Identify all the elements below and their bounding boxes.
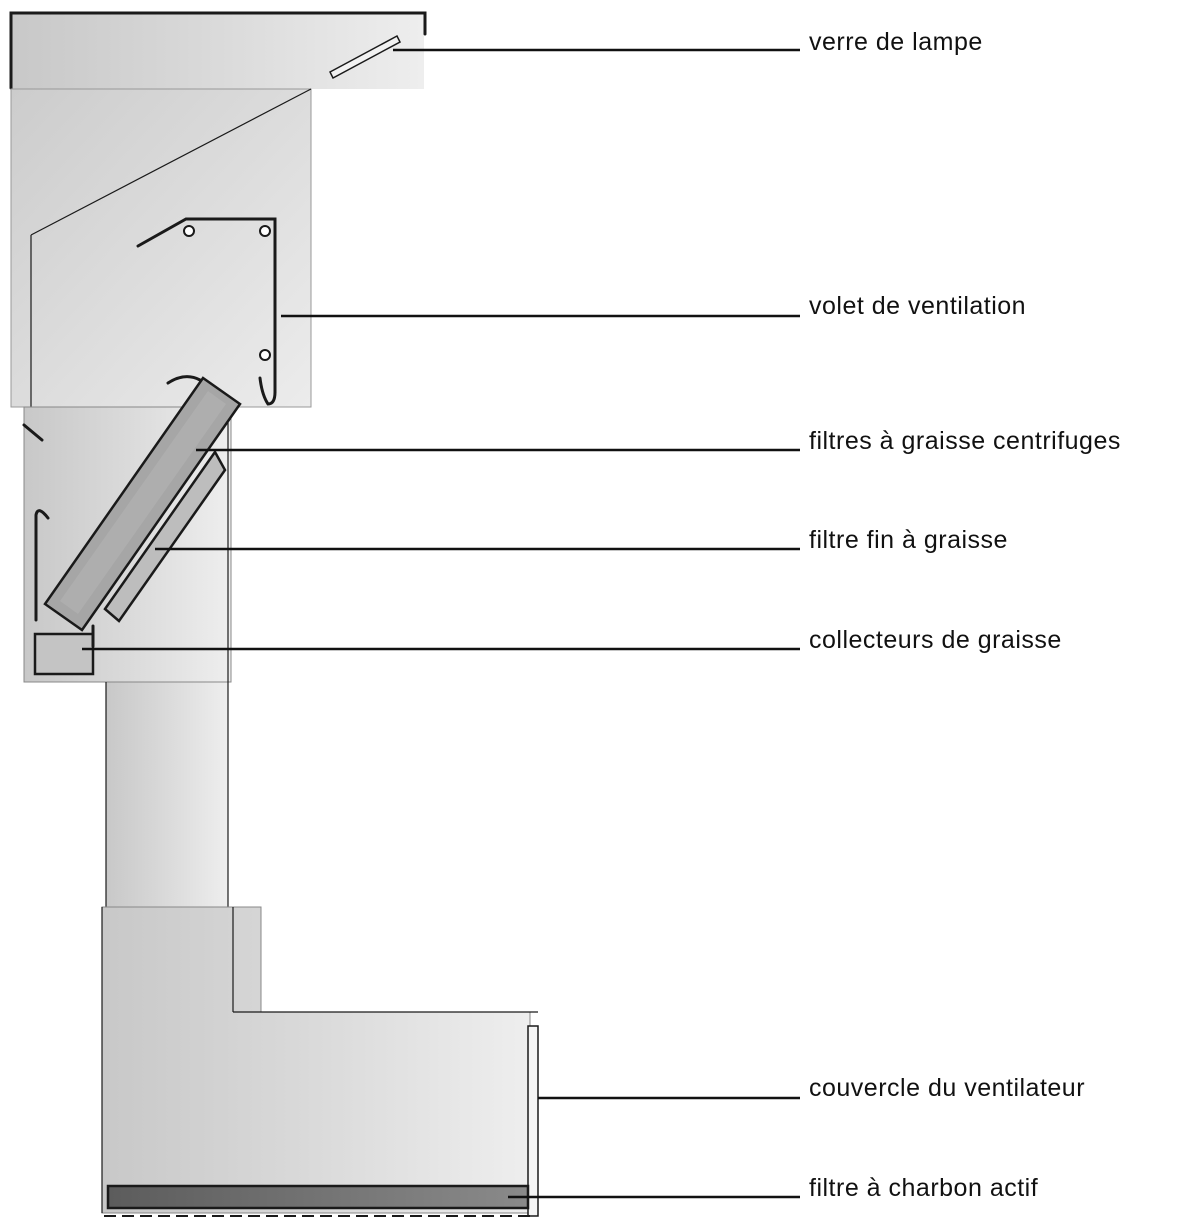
label-centrifugal-grease-filters: filtres à graisse centrifuges xyxy=(809,427,1121,455)
upper-body-slope xyxy=(30,88,312,236)
fan-cover xyxy=(527,1025,539,1217)
leader-lines xyxy=(82,48,800,1199)
lamp-glass xyxy=(329,34,401,80)
label-lamp-glass: verre de lampe xyxy=(809,28,983,56)
grease-collector xyxy=(33,624,95,676)
lamp-housing-frame xyxy=(9,11,427,90)
fan-housing xyxy=(101,906,531,1214)
label-grease-collectors: collecteurs de graisse xyxy=(809,626,1062,654)
left-baffle xyxy=(34,509,50,622)
housing-tab xyxy=(22,423,44,442)
labels: verre de lampe volet de ventilation filt… xyxy=(809,28,1121,1202)
ventilation-flap xyxy=(136,217,277,406)
chimney-duct xyxy=(105,681,229,909)
label-fine-grease-filter: filtre fin à graisse xyxy=(809,526,1008,554)
charcoal-filter xyxy=(106,1184,530,1210)
label-fan-cover: couvercle du ventilateur xyxy=(809,1074,1085,1102)
upper-baffle xyxy=(166,375,202,385)
lamp-housing xyxy=(12,14,424,89)
hood-body xyxy=(9,11,539,1217)
label-ventilation-flap: volet de ventilation xyxy=(809,292,1026,320)
label-activated-charcoal-filter: filtre à charbon actif xyxy=(809,1174,1038,1202)
fine-grease-filter xyxy=(103,449,227,623)
